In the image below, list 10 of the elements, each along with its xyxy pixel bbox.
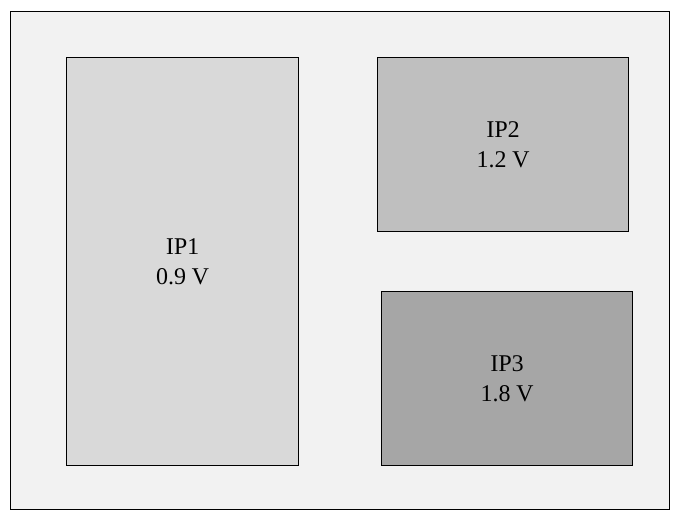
ip-block xyxy=(66,57,299,466)
block-name: IP2 xyxy=(486,116,520,144)
voltage-label: 1.8 V xyxy=(480,380,534,408)
voltage-label: 1.2 V xyxy=(476,146,530,174)
panel-background xyxy=(10,11,670,510)
ip-block xyxy=(377,57,629,232)
block-name: IP3 xyxy=(490,350,524,378)
voltage-label: 0.9 V xyxy=(156,262,209,292)
ip-block xyxy=(381,291,633,466)
block-name: IP1 xyxy=(166,232,200,262)
